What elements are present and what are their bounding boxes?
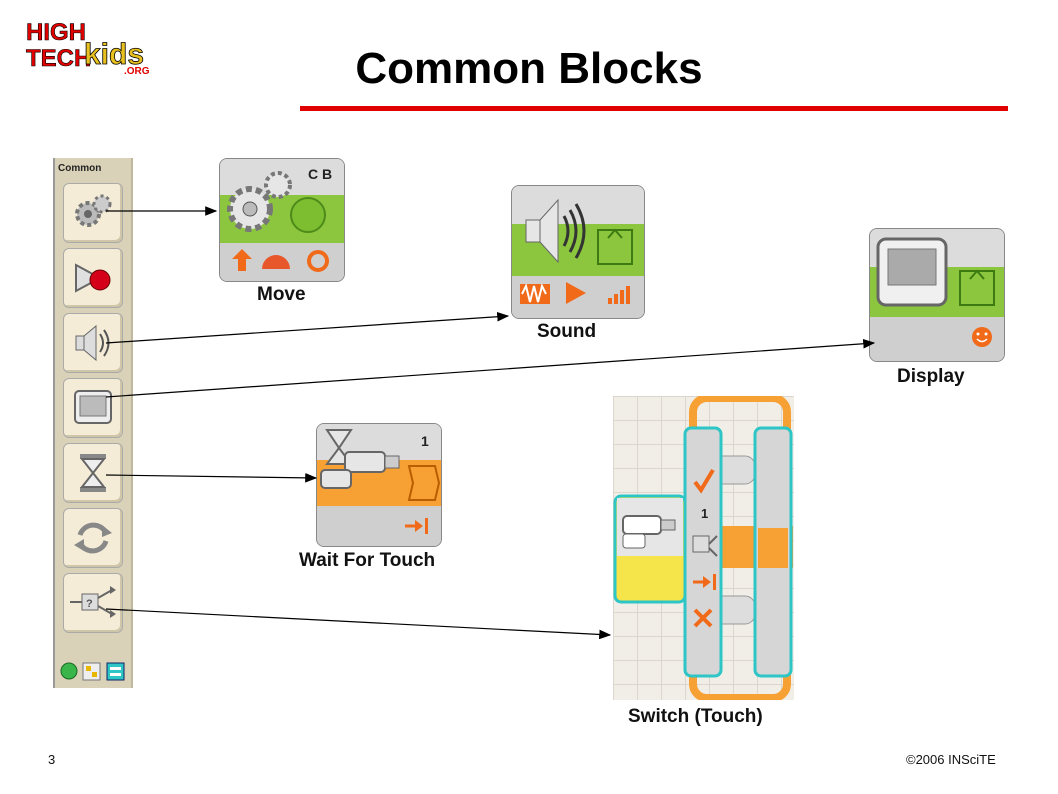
gears-icon xyxy=(227,171,292,232)
palette-switch-button[interactable]: ? xyxy=(63,573,123,633)
arrow-to-sound xyxy=(105,311,510,344)
logo-suffix: .ORG xyxy=(124,66,150,76)
svg-text:?: ? xyxy=(86,598,93,610)
palette-move-button[interactable] xyxy=(63,183,123,243)
display-caption: Display xyxy=(897,366,965,387)
display-block[interactable] xyxy=(869,228,1005,362)
move-block[interactable]: C B xyxy=(219,158,345,282)
touch-sensor-icon xyxy=(320,451,400,489)
switch-icon xyxy=(692,535,718,557)
power-icon xyxy=(262,255,290,269)
touch-sensor-icon xyxy=(622,515,676,549)
checkmark-icon xyxy=(693,468,715,494)
palette-tabs xyxy=(59,660,129,682)
sound-caption: Sound xyxy=(537,321,597,342)
title-underline xyxy=(300,106,1008,111)
green-circle-icon xyxy=(60,662,78,680)
switch-caption: Switch (Touch) xyxy=(628,706,763,727)
sound-wave-icon xyxy=(520,283,550,304)
hightechkids-logo: HIGH TECH kids .ORG xyxy=(22,14,162,76)
palette-display-button[interactable] xyxy=(63,378,123,438)
page-title: Common Blocks xyxy=(355,44,703,93)
palette-sound-button[interactable] xyxy=(63,313,123,373)
arrow-to-switch xyxy=(105,608,612,640)
switch-icon: ? xyxy=(70,586,116,618)
direction-icon xyxy=(232,249,252,271)
x-icon xyxy=(693,608,713,628)
play-icon xyxy=(566,282,586,304)
wait-port: 1 xyxy=(421,433,429,449)
display-icon xyxy=(876,237,948,307)
common-palette: ? xyxy=(53,158,133,688)
arrow-to-wait xyxy=(105,473,318,483)
action-icon xyxy=(405,518,428,534)
logo-line2: TECH xyxy=(26,45,91,72)
switch-block[interactable]: 1 xyxy=(613,396,794,700)
duration-icon xyxy=(307,250,329,272)
move-ports: C B xyxy=(308,166,332,182)
volume-icon xyxy=(608,286,630,304)
arrow-to-display xyxy=(105,338,876,398)
sound-block[interactable] xyxy=(511,185,645,319)
wait-for-touch-block[interactable]: 1 xyxy=(316,423,442,547)
page-number: 3 xyxy=(48,752,56,767)
logo-word: kids xyxy=(84,38,144,71)
move-caption: Move xyxy=(257,284,306,305)
palette-wait-button[interactable] xyxy=(63,443,123,503)
palette-record-play-button[interactable] xyxy=(63,248,123,308)
gears-icon xyxy=(75,194,112,227)
hourglass-icon xyxy=(79,454,107,492)
copyright: ©2006 INSciTE xyxy=(906,752,996,767)
loop-icon xyxy=(74,522,112,554)
logo-line1: HIGH xyxy=(26,19,86,46)
palette-label: Common xyxy=(58,163,102,174)
record-play-icon xyxy=(75,263,111,293)
display-icon xyxy=(74,390,112,424)
palette-loop-button[interactable] xyxy=(63,508,123,568)
action-icon xyxy=(693,574,716,590)
wait-caption: Wait For Touch xyxy=(299,550,436,571)
speaker-icon xyxy=(525,198,586,264)
switch-port: 1 xyxy=(701,506,708,521)
smiley-icon xyxy=(972,327,992,347)
